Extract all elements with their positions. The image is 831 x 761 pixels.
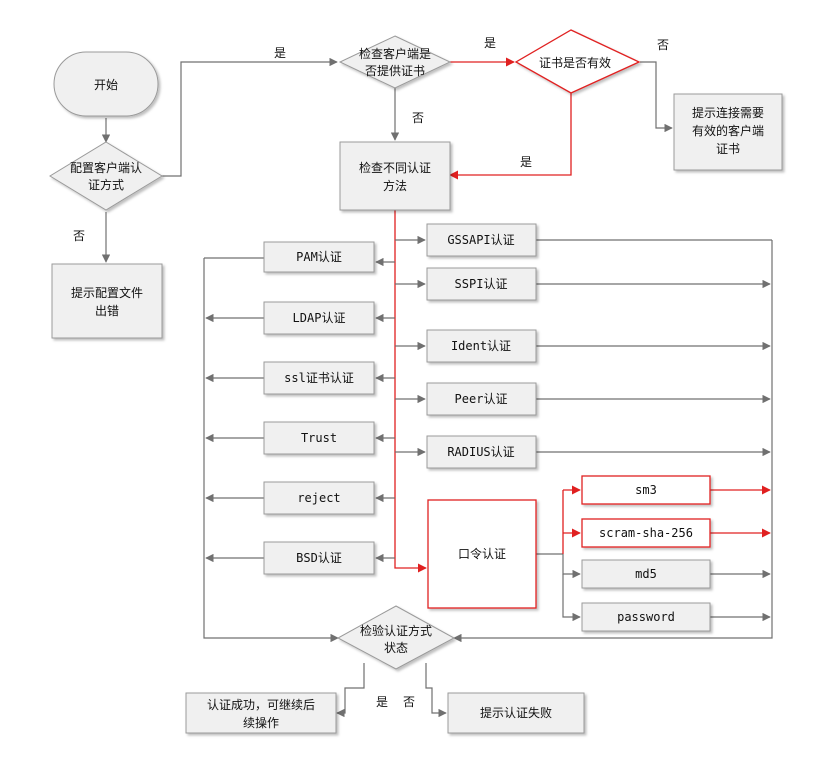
edge-label-cert-yes: 是 [484, 36, 496, 50]
node-peer [426, 382, 537, 416]
edge-label-certvalid-no: 否 [657, 38, 669, 52]
label-need-cert-1: 提示连接需要 [692, 105, 764, 120]
label-sm3: sm3 [635, 483, 657, 497]
label-sspi: SSPI认证 [455, 277, 508, 291]
node-auth-success [185, 692, 337, 734]
label-check-methods-1: 检查不同认证 [359, 160, 431, 175]
node-ldap [263, 301, 375, 335]
label-config-error-1: 提示配置文件 [71, 285, 143, 300]
label-check-methods-2: 方法 [383, 178, 407, 193]
edge-left-status [203, 258, 339, 643]
node-pam [263, 241, 375, 273]
label-radius: RADIUS认证 [447, 445, 514, 459]
edge-certvalid-needcert [640, 61, 673, 133]
label-config-auth-2: 证方式 [88, 177, 124, 192]
edge-status-success [336, 663, 365, 718]
edge-branch-password [562, 574, 581, 622]
node-md5 [581, 559, 711, 589]
node-check-status [336, 605, 456, 670]
node-gssapi [426, 223, 537, 257]
node-trust [263, 421, 375, 455]
label-trust: Trust [301, 431, 337, 445]
label-check-status-2: 状态 [384, 641, 408, 655]
node-config-auth [49, 141, 163, 211]
label-check-cert-2: 否提供证书 [365, 63, 425, 78]
edge-label-certvalid-yes: 是 [520, 155, 532, 169]
label-auth-success-2: 续操作 [243, 715, 279, 730]
node-config-error [51, 263, 163, 339]
edge-config-checkcert [160, 57, 338, 177]
edge-label-status-yes: 是 [376, 695, 388, 709]
label-cert-valid: 证书是否有效 [539, 55, 611, 70]
edge-label-config-yes: 是 [274, 46, 286, 60]
node-password [581, 602, 711, 632]
node-auth-fail [447, 692, 585, 734]
red-connectors [394, 57, 771, 573]
node-check-methods [339, 141, 451, 211]
gray-connectors [101, 57, 773, 718]
node-scram [581, 518, 711, 548]
edge-labels: 是 是 否 否 是 否 是 否 [73, 36, 669, 709]
label-md5: md5 [635, 567, 657, 581]
nodes [49, 29, 783, 734]
trunk-branches [375, 235, 426, 563]
node-bsd [263, 541, 375, 575]
edge-status-fail [425, 663, 447, 718]
label-check-status-1: 检验认证方式 [360, 623, 432, 638]
node-cert-valid [514, 29, 641, 94]
label-ssl-cert: ssl证书认证 [284, 371, 354, 385]
label-start: 开始 [94, 78, 118, 92]
edge-label-checkcert-no: 否 [412, 111, 424, 125]
label-peer: Peer认证 [455, 392, 508, 406]
label-need-cert-3: 证书 [716, 142, 740, 156]
edge-label-config-no: 否 [73, 229, 85, 243]
label-gssapi: GSSAPI认证 [447, 233, 514, 247]
node-ident [426, 329, 537, 363]
node-sm3 [581, 475, 711, 505]
node-reject [263, 481, 375, 515]
label-ldap: LDAP认证 [293, 311, 346, 325]
edge-certvalid-methods [449, 93, 572, 180]
label-pam: PAM认证 [296, 250, 342, 264]
label-bsd: BSD认证 [296, 551, 342, 565]
node-ssl-cert [263, 361, 375, 395]
label-check-cert-1: 检查客户端是 [359, 46, 431, 61]
label-auth-success-1: 认证成功，可继续后 [207, 698, 315, 712]
node-check-client-cert [338, 35, 452, 89]
edge-right-status [453, 240, 773, 643]
edge-red-trunk [394, 210, 427, 573]
node-labels: 开始 配置客户端认 证方式 提示配置文件 出错 检查客户端是 否提供证书 证书是… [70, 46, 764, 730]
node-need-cert [673, 93, 783, 171]
label-reject: reject [297, 491, 340, 505]
edge-branch-md5 [562, 554, 581, 579]
label-password-auth: 口令认证 [458, 546, 506, 561]
edge-label-status-no: 否 [403, 695, 415, 709]
label-config-auth-1: 配置客户端认 [70, 160, 142, 175]
label-auth-fail: 提示认证失败 [480, 705, 552, 720]
label-password: password [617, 610, 675, 624]
label-scram: scram-sha-256 [599, 526, 693, 540]
node-password-auth [427, 499, 537, 609]
label-config-error-2: 出错 [95, 304, 119, 318]
label-need-cert-2: 有效的客户端 [692, 123, 764, 138]
label-ident: Ident认证 [451, 339, 511, 353]
node-start [53, 51, 159, 117]
node-sspi [426, 267, 537, 301]
node-radius [426, 435, 537, 469]
